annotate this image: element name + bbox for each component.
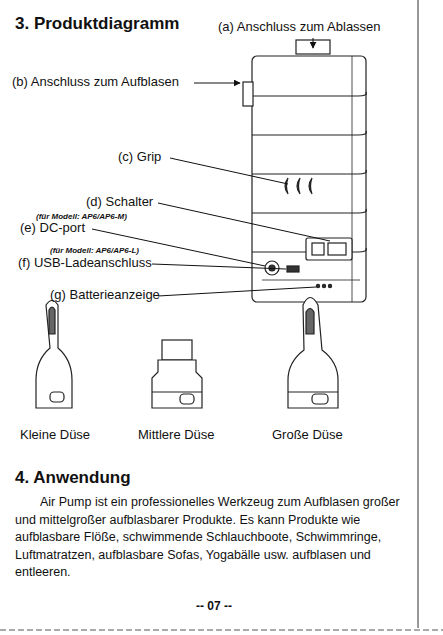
nozzle-medium: [152, 340, 202, 408]
pump-body: [243, 40, 366, 302]
page-border: [0, 630, 443, 631]
nozzle-label: Große Düse: [272, 428, 343, 443]
page-border: [418, 0, 419, 628]
section-heading: 3. Produktdiagramm: [15, 14, 179, 34]
callout-label: (b) Anschluss zum Aufblasen: [12, 75, 179, 90]
callout-label: (c) Grip: [118, 150, 161, 165]
callout-label: (e) DC-port: [20, 221, 85, 236]
callout-label: (f) USB-Ladeanschluss: [18, 256, 152, 271]
nozzle-label: Kleine Düse: [20, 428, 90, 443]
page-number: -- 07 --: [196, 600, 232, 614]
model-note: (für Modell: AP6/AP6-M): [36, 212, 127, 221]
callout-label: (d) Schalter: [86, 195, 153, 210]
model-note: (für Modell: AP6/AP6-L): [50, 246, 139, 255]
nozzle-large: [288, 298, 338, 409]
section-heading: 4. Anwendung: [15, 468, 131, 488]
nozzle-label: Mittlere Düse: [138, 428, 215, 443]
body-paragraph: Air Pump ist ein professionelles Werkzeu…: [15, 494, 407, 582]
callout-label: (a) Anschluss zum Ablassen: [218, 20, 381, 35]
callout-label: (g) Batterieanzeige: [50, 288, 160, 303]
nozzle-small: [36, 301, 72, 409]
